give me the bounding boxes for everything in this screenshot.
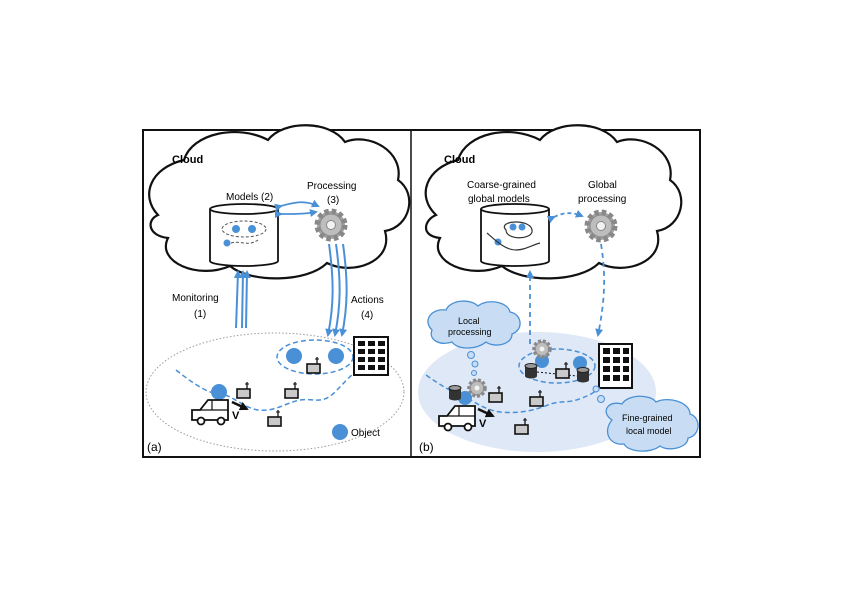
object-group <box>518 348 596 384</box>
object-legend-label: Object <box>351 428 380 439</box>
velocity-arrow <box>231 400 249 411</box>
sensor-icon <box>284 381 299 399</box>
coarse-global-arrow <box>546 210 584 224</box>
global-processing-label: Global <box>588 180 617 191</box>
database-icon <box>448 385 462 401</box>
cloud-icon <box>148 124 411 280</box>
object-dot-icon <box>458 391 472 405</box>
processing-label: Processing <box>307 181 356 192</box>
velocity-label: V <box>232 410 240 422</box>
sensor-icon <box>236 381 251 399</box>
global-processing-label-2: processing <box>578 194 626 205</box>
sensor-icon <box>306 356 321 374</box>
object-dot-icon <box>211 384 227 400</box>
panel-a-label: (a) <box>147 440 162 454</box>
panel-b-label: (b) <box>419 440 434 454</box>
object-legend-dot <box>332 424 348 440</box>
download-arrow <box>595 243 606 337</box>
coarse-models-label: Coarse-grained <box>467 180 536 191</box>
processing-step: (3) <box>327 195 339 206</box>
vehicle-icon <box>191 399 229 426</box>
object-dot-icon <box>573 356 587 370</box>
panel-a: Cloud Models (2) Processing (3) Monitor <box>145 124 411 454</box>
fine-grained-label-2: local model <box>626 426 672 436</box>
monitoring-arrows <box>233 270 251 329</box>
sensor-icon <box>267 409 282 427</box>
local-processing-label: Local <box>458 316 480 326</box>
database-icon <box>576 367 590 383</box>
models-processing-arrow <box>274 199 320 212</box>
database-icon <box>480 203 550 267</box>
actions-arrows <box>325 243 348 337</box>
velocity-label: V <box>479 418 487 430</box>
actions-step: (4) <box>361 310 373 321</box>
actions-label: Actions <box>351 295 384 306</box>
gear-icon <box>587 212 615 240</box>
gear-icon <box>532 339 552 359</box>
object-dot-icon <box>286 348 302 364</box>
building-icon <box>353 336 389 376</box>
database-icon <box>524 363 538 379</box>
building-icon <box>598 343 633 389</box>
local-processing-label-2: processing <box>448 327 492 337</box>
ground-area <box>145 332 405 452</box>
monitoring-label: Monitoring <box>172 293 219 304</box>
trajectory-path <box>175 369 353 412</box>
database-icon <box>209 203 279 267</box>
coarse-models-label-2: global models <box>468 194 530 205</box>
trajectory-path <box>425 374 601 414</box>
velocity-arrow <box>477 407 495 418</box>
monitoring-step: (1) <box>194 309 206 320</box>
panel-b: Cloud Coarse-grained global models Globa… <box>418 124 699 454</box>
figure-frame <box>142 129 701 458</box>
cloud-icon <box>424 124 683 280</box>
fine-grained-cloud <box>605 395 699 452</box>
models-label: Models (2) <box>226 192 273 203</box>
models-processing-arrow-2 <box>274 209 318 219</box>
gear-icon <box>467 378 487 398</box>
object-dot-icon <box>328 348 344 364</box>
local-processing-cloud <box>427 300 521 349</box>
cloud-title: Cloud <box>172 154 203 166</box>
cloud-title: Cloud <box>444 154 475 166</box>
fine-grained-label: Fine-grained <box>622 413 673 423</box>
gear-icon <box>317 211 345 239</box>
